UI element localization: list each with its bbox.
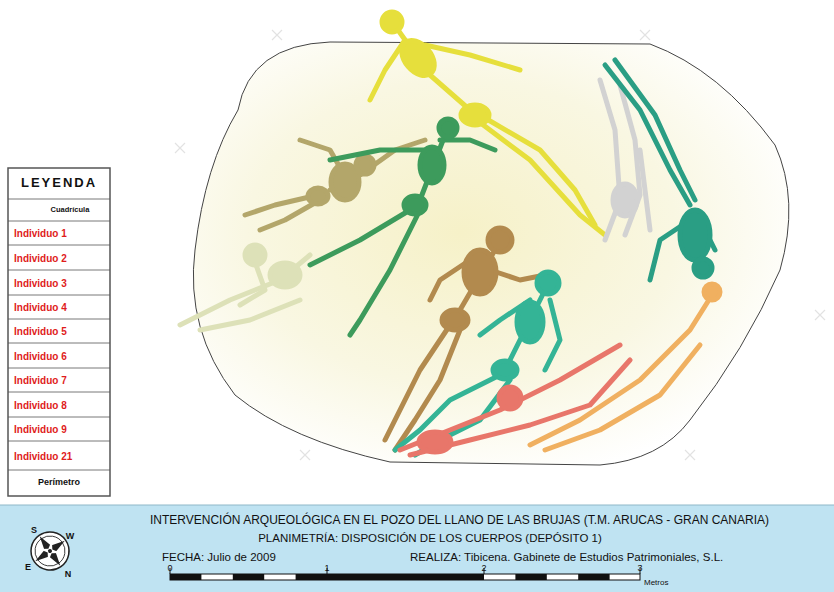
skeleton-teal-two <box>395 272 560 455</box>
legend-entry: Individuo 21 <box>14 450 72 461</box>
scale-number: 3 <box>637 564 642 574</box>
map-title: INTERVENCIÓN ARQUEOLÓGICA EN EL POZO DEL… <box>150 514 769 527</box>
scale-number: 0 <box>167 564 172 574</box>
legend-entry: Individuo 7 <box>14 375 67 386</box>
legend-entry: Individuo 8 <box>14 399 67 410</box>
legend-entry: Individuo 9 <box>14 424 67 435</box>
compass-letter: E <box>25 563 31 573</box>
skeleton-pale <box>180 245 310 330</box>
author-note: REALIZA: Tibicena. Gabinete de Estudios … <box>410 551 723 564</box>
skeleton-grey <box>600 80 650 240</box>
skeleton-teal <box>605 60 715 280</box>
legend-entry: Individuo 6 <box>14 350 67 361</box>
scale-number: 2 <box>481 564 486 574</box>
skeleton-green <box>310 119 495 335</box>
legend-entry: Perímetro <box>38 478 80 488</box>
scale-number: 1 <box>324 564 329 574</box>
compass-letter: S <box>31 526 37 536</box>
compass-letter: W <box>66 532 75 542</box>
legend-entry: Individuo 5 <box>14 326 67 337</box>
plan-subtitle: PLANIMETRÍA: DISPOSICIÓN DE LOS CUERPOS … <box>258 532 602 545</box>
compass-letter: N <box>65 570 72 580</box>
legend-entry: Individuo 2 <box>14 252 67 263</box>
skeleton-yellow <box>370 12 605 235</box>
band-border <box>0 505 834 506</box>
skeleton-brown <box>385 228 545 450</box>
title-band <box>0 505 834 592</box>
pit-perimeter <box>193 42 789 465</box>
skeletons <box>180 12 720 455</box>
skeleton-orange <box>530 284 720 450</box>
legend-frame <box>8 168 110 496</box>
legend-entry: Individuo 4 <box>14 302 67 313</box>
skeleton-salmon <box>400 345 630 455</box>
date-note: FECHA: Julio de 2009 <box>162 551 276 564</box>
scale-bar <box>170 568 640 580</box>
legend-entry: Individuo 1 <box>14 228 67 239</box>
legend-heading: LEYENDA <box>21 176 97 190</box>
scale-unit: Metros <box>644 579 668 588</box>
legend-entry: Cuadrícula <box>51 206 90 214</box>
legend-entry: Individuo 3 <box>14 277 67 288</box>
